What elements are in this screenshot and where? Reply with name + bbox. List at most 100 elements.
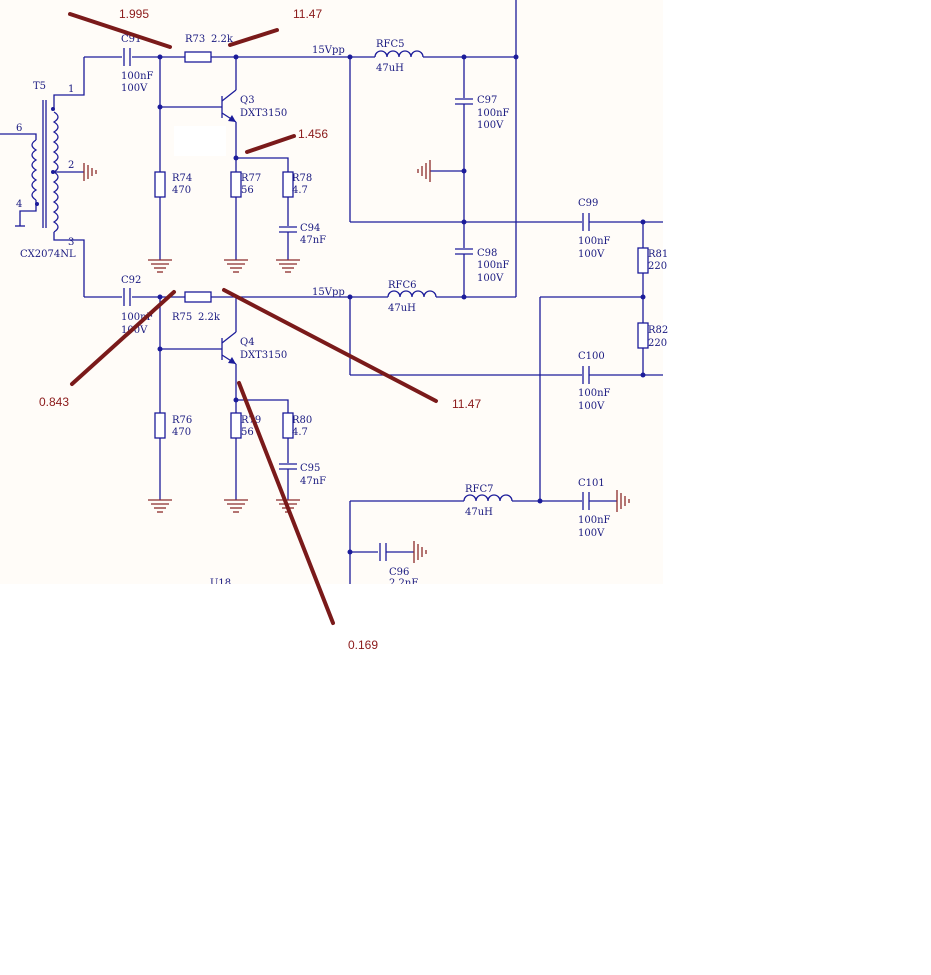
c95-value: 47nF (300, 476, 326, 487)
rfc5-value: 47uH (376, 63, 404, 74)
transformer-t5 (0, 57, 85, 297)
c98-label: C98 (477, 248, 497, 259)
ground-icon (276, 259, 300, 273)
transistor-q3 (221, 57, 237, 123)
annotation-c91-voltage: 1.995 (119, 7, 149, 21)
inductor-rfc5 (374, 50, 424, 58)
ground-icon (224, 259, 248, 273)
c96-value: 2.2nF (389, 578, 418, 589)
r73-label: R73 (185, 34, 205, 45)
c98-voltage: 100V (477, 273, 504, 284)
rfc5-label: RFC5 (376, 39, 404, 50)
r81-value: 220 (648, 261, 667, 272)
c99-label: C99 (578, 198, 598, 209)
junction-dots (157, 54, 646, 555)
c92-voltage: 100V (121, 325, 148, 336)
t5-label: T5 (33, 81, 46, 92)
r73-value: 2.2k (211, 34, 234, 45)
u18-label: U18 (210, 578, 231, 589)
c94-label: C94 (300, 223, 320, 234)
r82-label: R82 (648, 325, 668, 336)
r81-label: R81 (648, 249, 668, 260)
pin-4-label: 4 (16, 199, 22, 210)
annotation-line-q3-emitter (245, 134, 296, 154)
r79-value: 56 (241, 427, 254, 438)
c96-label: C96 (389, 567, 409, 578)
ground-icon (413, 541, 427, 563)
rfc6-label: RFC6 (388, 280, 416, 291)
c97-voltage: 100V (477, 120, 504, 131)
resistor-r77 (230, 171, 242, 198)
rfc6-value: 47uH (388, 303, 416, 314)
resistor-r74 (154, 171, 166, 198)
r80-label: R80 (292, 415, 312, 426)
c97-label: C97 (477, 95, 497, 106)
c99-value: 100nF (578, 236, 611, 247)
pin-6-label: 6 (16, 123, 22, 134)
c98-value: 100nF (477, 260, 510, 271)
inductor-rfc6 (387, 290, 437, 298)
c100-label: C100 (578, 351, 605, 362)
r74-label: R74 (172, 173, 192, 184)
r82-value: 220 (648, 338, 667, 349)
rfc7-label: RFC7 (465, 484, 493, 495)
annotation-line-q3-collector (228, 28, 279, 47)
ground-icon (83, 163, 97, 181)
annotation-q4-base-voltage: 0.843 (39, 395, 69, 409)
q4-part: DXT3150 (240, 350, 287, 361)
transistor-q4 (221, 297, 237, 365)
annotation-q3-emitter-voltage: 1.456 (298, 127, 328, 141)
r75-label: R75 (172, 312, 192, 323)
schematic-sheet (0, 0, 663, 584)
q3-part: DXT3150 (240, 108, 287, 119)
pin-2-label: 2 (68, 160, 74, 171)
c91-label: C91 (121, 34, 141, 45)
resistor-r81 (637, 247, 649, 274)
pin-1-label: 1 (68, 84, 74, 95)
c91-voltage: 100V (121, 83, 148, 94)
q3-label: Q3 (240, 95, 255, 106)
c101-label: C101 (578, 478, 605, 489)
r78-label: R78 (292, 173, 312, 184)
c100-voltage: 100V (578, 401, 605, 412)
resistor-r82 (637, 322, 649, 349)
resistor-r75 (184, 291, 212, 303)
ground-icon (148, 499, 172, 513)
r79-label: R79 (241, 415, 261, 426)
c100-value: 100nF (578, 388, 611, 399)
net-15vpp-top: 15Vpp (312, 45, 345, 56)
t5-part-label: CX2074NL (20, 249, 76, 260)
ground-icon (417, 160, 431, 182)
c94-value: 47nF (300, 235, 326, 246)
annotation-q4-collector-voltage: 11.47 (452, 397, 481, 411)
capacitor-c91 (123, 48, 131, 66)
ground-icon (224, 499, 248, 513)
c95-label: C95 (300, 463, 320, 474)
r76-label: R76 (172, 415, 192, 426)
r78-value: 4.7 (292, 185, 308, 196)
annotation-line-q4-collector (222, 288, 438, 403)
pin-3-label: 3 (68, 237, 74, 248)
c97-value: 100nF (477, 108, 510, 119)
inductor-rfc7 (463, 494, 513, 502)
r77-value: 56 (241, 185, 254, 196)
r74-value: 470 (172, 185, 191, 196)
resistor-r79 (230, 412, 242, 439)
ground-icon (148, 259, 172, 273)
resistor-r76 (154, 412, 166, 439)
annotation-line-c91 (68, 12, 172, 49)
c92-label: C92 (121, 275, 141, 286)
annotation-line-q4-emitter (237, 381, 335, 625)
annotation-line-q4-base (70, 290, 176, 386)
r80-value: 4.7 (292, 427, 308, 438)
q4-label: Q4 (240, 337, 255, 348)
c92-value: 100nF (121, 312, 154, 323)
c101-voltage: 100V (578, 528, 605, 539)
r77-label: R77 (241, 173, 261, 184)
resistor-r73 (184, 51, 212, 63)
net-15vpp-bottom: 15Vpp (312, 287, 345, 298)
c101-value: 100nF (578, 515, 611, 526)
rfc7-value: 47uH (465, 507, 493, 518)
c91-value: 100nF (121, 71, 154, 82)
